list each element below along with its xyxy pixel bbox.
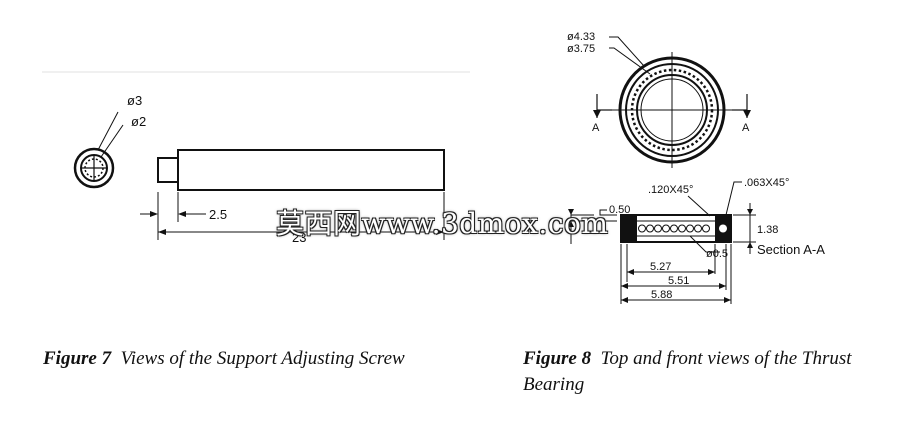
- fig8-chamfer-left: .120X45°: [648, 184, 693, 196]
- fig8-w2: 5.51: [668, 275, 689, 287]
- section-mark-right: A: [742, 122, 750, 134]
- fig7-len-total: 23: [292, 230, 306, 245]
- screw-end-view: [73, 111, 124, 189]
- section-mark-left: A: [592, 122, 600, 134]
- fig8-w3: 5.88: [651, 289, 672, 301]
- chamfer-left-leader: [687, 195, 711, 217]
- fig8-width-dims: [620, 244, 732, 304]
- fig8-dim-thickness: [568, 209, 617, 244]
- fig8-diameter-leaders: [609, 36, 651, 75]
- fig8-height: 1.38: [757, 224, 778, 236]
- section-marker-right: [732, 94, 751, 118]
- figure7-caption-text: Views of the Support Adjusting Screw: [120, 348, 405, 369]
- bearing-top-view: [612, 52, 732, 168]
- figure8-drawing: ø4.33 ø3.75 A A: [567, 31, 825, 304]
- figure8-caption-text: Top and front views of the Thrust Bearin…: [523, 348, 852, 395]
- fig7-d-inner: ø2: [131, 114, 146, 129]
- fig8-section-label: Section A-A: [757, 242, 825, 257]
- fig8-thickness: 0.50: [609, 204, 630, 216]
- figure7-caption-label: Figure 7: [43, 348, 112, 369]
- watermark: 莫西网www.3dmox.com: [276, 207, 609, 240]
- screw-side-view: [157, 149, 445, 191]
- fig7-d-outer: ø3: [127, 93, 142, 108]
- bearing-section-view: [620, 214, 732, 243]
- figure7-drawing: ø3 ø2 2.5 23: [73, 93, 445, 245]
- fig7-len-short: 2.5: [209, 207, 227, 222]
- fig8-d-inner: ø3.75: [567, 43, 595, 55]
- figure7-caption: Figure 7 Views of the Support Adjusting …: [43, 346, 503, 372]
- figure8-caption-label: Figure 8: [523, 348, 592, 369]
- fig8-chamfer-right: .063X45°: [744, 177, 789, 189]
- fig7-dim-2-5: [140, 192, 206, 240]
- fig8-ball: ø0.5: [706, 248, 728, 260]
- fig8-width-arrows: [621, 269, 731, 303]
- fig8-d-outer: ø4.33: [567, 31, 595, 43]
- section-marker-left: [593, 94, 612, 118]
- fig8-w1: 5.27: [650, 261, 671, 273]
- chamfer-right-leader: [725, 181, 742, 216]
- fig8-dim-height: [733, 203, 756, 254]
- fig7-dim-23: [158, 192, 445, 240]
- figure8-caption: Figure 8 Top and front views of the Thru…: [523, 346, 908, 398]
